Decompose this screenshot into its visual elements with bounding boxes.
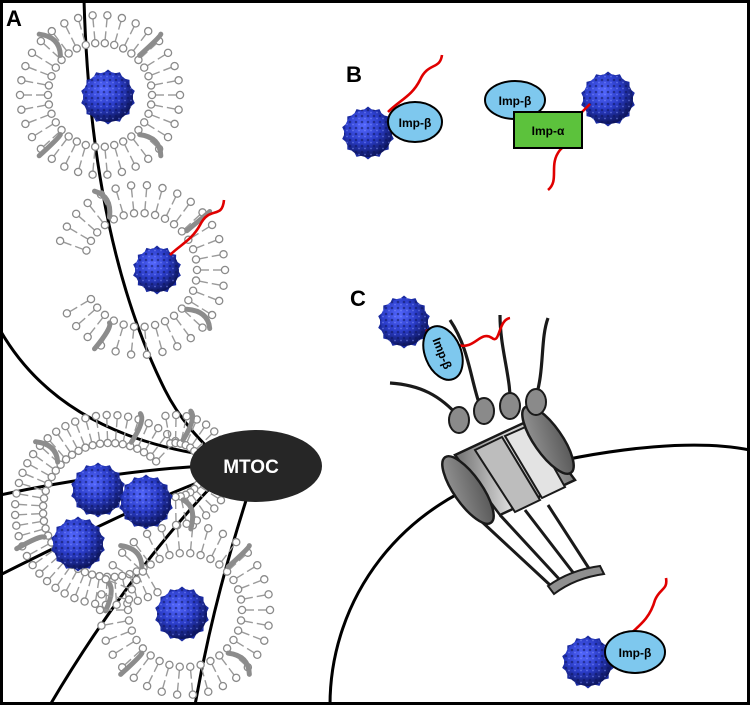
nuclear-pore-complex: [389, 314, 606, 596]
importin-beta-b2-label: Imp-β: [499, 94, 532, 108]
virus-a2: [133, 245, 181, 295]
virus-c: [378, 295, 430, 349]
vesicle-top: [15, 11, 185, 179]
panel-label-c: C: [350, 286, 366, 311]
virus-b2: [581, 71, 635, 127]
virus-a3: [71, 462, 125, 518]
microtubule-6: [193, 487, 252, 705]
virus-nucleus: [562, 635, 614, 689]
panel-label-b: B: [346, 62, 362, 87]
pore-channel-segment-2: [503, 423, 567, 500]
importin-beta-b1: [387, 101, 443, 143]
peptide-a: [169, 199, 226, 256]
importin-alpha: [513, 111, 583, 149]
microtubule-4: [0, 476, 211, 577]
virus-a5: [51, 516, 105, 572]
peptide-c: [457, 316, 511, 348]
virus-b1: [342, 106, 394, 160]
vesicle-middle: [55, 181, 230, 359]
importin-beta-b1-label: Imp-β: [399, 116, 432, 130]
mtoc: MTOC: [190, 430, 322, 502]
pore-basket-ring: [546, 564, 606, 596]
importin-beta-nucleus: [604, 630, 666, 674]
pore-subunit-3: [499, 392, 521, 420]
viruses: [51, 69, 635, 689]
pore-ring-left: [441, 455, 495, 525]
microtubule-2: [0, 329, 206, 457]
pore-subunit-2: [473, 397, 495, 425]
pore-subunit-1: [448, 406, 470, 434]
tether-b2: [581, 103, 591, 113]
peptide-nucleus: [627, 577, 668, 637]
vesicle-bottom-left: [10, 410, 180, 614]
virus-a4: [119, 474, 173, 530]
mtoc-body: [190, 430, 322, 502]
virus-a6: [155, 586, 209, 642]
vesicle-bottom: [95, 521, 275, 699]
pore-channel-segment-1: [473, 435, 542, 514]
importin-beta-c: Imp-β: [422, 325, 464, 381]
pore-ring-right: [521, 405, 575, 475]
peptide-b1: [387, 54, 444, 113]
virus-a1: [81, 69, 135, 125]
importin-beta-c-body: [422, 325, 464, 381]
pore-basket-strands: [478, 504, 592, 587]
importin-beta-nucleus-label: Imp-β: [619, 646, 652, 660]
peptides: [169, 54, 668, 637]
panel-label-a: A: [6, 6, 22, 31]
importins: Imp-β Imp-β Imp-α Imp-β Imp-β: [387, 80, 666, 674]
pore-subunit-4: [525, 388, 547, 416]
importin-alpha-label: Imp-α: [532, 124, 565, 138]
mtoc-label: MTOC: [223, 457, 279, 478]
